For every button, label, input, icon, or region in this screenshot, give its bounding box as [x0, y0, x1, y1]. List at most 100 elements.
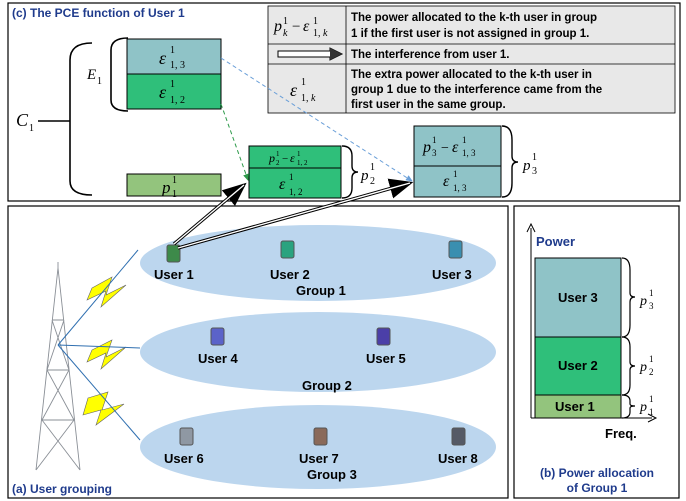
svg-text:1: 1	[297, 150, 301, 158]
svg-text:1: 1	[172, 175, 177, 186]
svg-text:1: 1	[283, 16, 288, 27]
svg-text:ε: ε	[443, 173, 450, 190]
legend-arrow-symbol	[277, 47, 344, 61]
svg-text:User 6: User 6	[164, 451, 204, 466]
svg-text:ε: ε	[159, 48, 167, 68]
svg-text:User 5: User 5	[366, 351, 406, 366]
svg-text:User 3: User 3	[432, 267, 472, 282]
legend-row1-line1: The power allocated to the k-th user in …	[351, 12, 597, 24]
svg-text:User 2: User 2	[270, 267, 310, 282]
svg-text:1: 1	[276, 150, 280, 158]
svg-text:1, 3: 1, 3	[170, 60, 185, 71]
svg-text:ε: ε	[159, 82, 167, 102]
svg-text:2: 2	[649, 367, 654, 377]
power-chart: Power Freq. User 3 User 2 User 1 p 1 3 p…	[526, 222, 658, 441]
svg-text:p: p	[639, 294, 647, 309]
svg-text:−: −	[441, 141, 449, 156]
legend-row2: The interference from user 1.	[351, 49, 510, 61]
legend-row3-line1: The extra power allocated to the k-th us…	[351, 69, 592, 81]
svg-text:1, 2: 1, 2	[289, 187, 303, 197]
base-station-tower-icon	[35, 262, 81, 471]
svg-text:1: 1	[170, 45, 175, 56]
eps13-block: ε 1 1, 3	[126, 38, 222, 75]
user-7: User 7	[299, 427, 339, 466]
svg-text:1: 1	[170, 79, 175, 90]
svg-text:ε: ε	[452, 139, 459, 156]
svg-text:k: k	[283, 28, 288, 39]
svg-text:1: 1	[370, 162, 375, 173]
power-bar-user2-label: User 2	[558, 358, 598, 373]
svg-text:1: 1	[289, 172, 294, 182]
user-6: User 6	[164, 427, 204, 466]
power-bar-user3	[534, 257, 622, 338]
p2-block: p 1 2 − ε 1 1, 2 ε 1 1, 2 p 1 2	[248, 145, 375, 199]
svg-text:1, k: 1, k	[313, 28, 328, 39]
legend-symbol-p-minus-eps: p 1 k − ε 1 1, k	[273, 16, 328, 39]
svg-text:ε: ε	[290, 80, 298, 100]
group-3-ellipse	[140, 405, 496, 489]
c1-bracket: C 1	[16, 42, 93, 196]
group-2-ellipse	[140, 312, 496, 392]
svg-text:2: 2	[276, 159, 280, 167]
legend-row3-line2: group 1 due to the interference came fro…	[351, 84, 602, 96]
svg-text:1, 2: 1, 2	[297, 159, 308, 167]
svg-text:1: 1	[649, 407, 654, 417]
user-8: User 8	[438, 427, 478, 466]
panel-b-title-line1: (b) Power allocation	[540, 466, 654, 480]
svg-text:1: 1	[649, 394, 654, 404]
interference-arrows	[172, 178, 414, 250]
svg-text:1: 1	[649, 288, 654, 298]
user-5: User 5	[366, 327, 406, 366]
svg-text:p: p	[268, 151, 275, 165]
svg-text:1: 1	[172, 189, 177, 200]
svg-text:1, 3: 1, 3	[453, 183, 467, 193]
e1-bracket: E 1	[86, 37, 129, 112]
svg-text:3: 3	[649, 301, 654, 311]
svg-text:3: 3	[432, 148, 437, 158]
power-bar-user1-label: User 1	[555, 399, 595, 414]
c1-symbol: C	[16, 110, 29, 130]
user-1: User 1	[154, 244, 194, 282]
svg-text:3: 3	[532, 166, 537, 177]
group-1-label: Group 1	[296, 283, 346, 298]
svg-text:1: 1	[462, 135, 467, 145]
user-2: User 2	[270, 240, 310, 282]
svg-text:ε: ε	[279, 176, 286, 193]
svg-text:1: 1	[29, 123, 34, 134]
svg-text:User 1: User 1	[154, 267, 194, 282]
svg-text:1, 2: 1, 2	[170, 95, 185, 106]
eps12-block: ε 1 1, 2	[126, 73, 222, 110]
svg-text:2: 2	[370, 176, 375, 187]
power-bar-user3-label: User 3	[558, 290, 598, 305]
svg-text:1, k: 1, k	[301, 93, 316, 104]
svg-text:ε: ε	[303, 18, 310, 35]
svg-text:1: 1	[97, 76, 102, 87]
group-1-ellipse	[140, 225, 496, 301]
panel-a-title: (a) User grouping	[12, 482, 112, 496]
svg-text:p: p	[161, 178, 171, 197]
signal-lines	[57, 249, 141, 441]
svg-text:User 7: User 7	[299, 451, 339, 466]
svg-text:p: p	[639, 360, 647, 375]
user-4: User 4	[198, 327, 239, 366]
svg-text:1: 1	[649, 354, 654, 364]
svg-text:p: p	[522, 158, 531, 174]
p3-block: p 1 3 − ε 1 1, 3 ε 1 1, 3 p 1 3	[413, 125, 537, 198]
freq-axis-label: Freq.	[605, 426, 637, 441]
legend-symbol-eps-1k: ε 1 1, k	[290, 77, 316, 104]
svg-text:p: p	[360, 168, 369, 184]
svg-text:1: 1	[313, 16, 318, 27]
svg-text:User 8: User 8	[438, 451, 478, 466]
panel-c-title: (c) The PCE function of User 1	[12, 6, 185, 20]
svg-text:p: p	[639, 400, 647, 415]
e1-symbol: E	[86, 67, 96, 83]
svg-text:User 4: User 4	[198, 351, 239, 366]
svg-text:p: p	[273, 18, 282, 35]
legend-table: p 1 k − ε 1 1, k The power allocated to …	[267, 5, 676, 114]
svg-text:1, 3: 1, 3	[462, 148, 476, 158]
group-2-label: Group 2	[302, 378, 352, 393]
svg-text:1: 1	[453, 169, 458, 179]
svg-text:1: 1	[432, 135, 437, 145]
